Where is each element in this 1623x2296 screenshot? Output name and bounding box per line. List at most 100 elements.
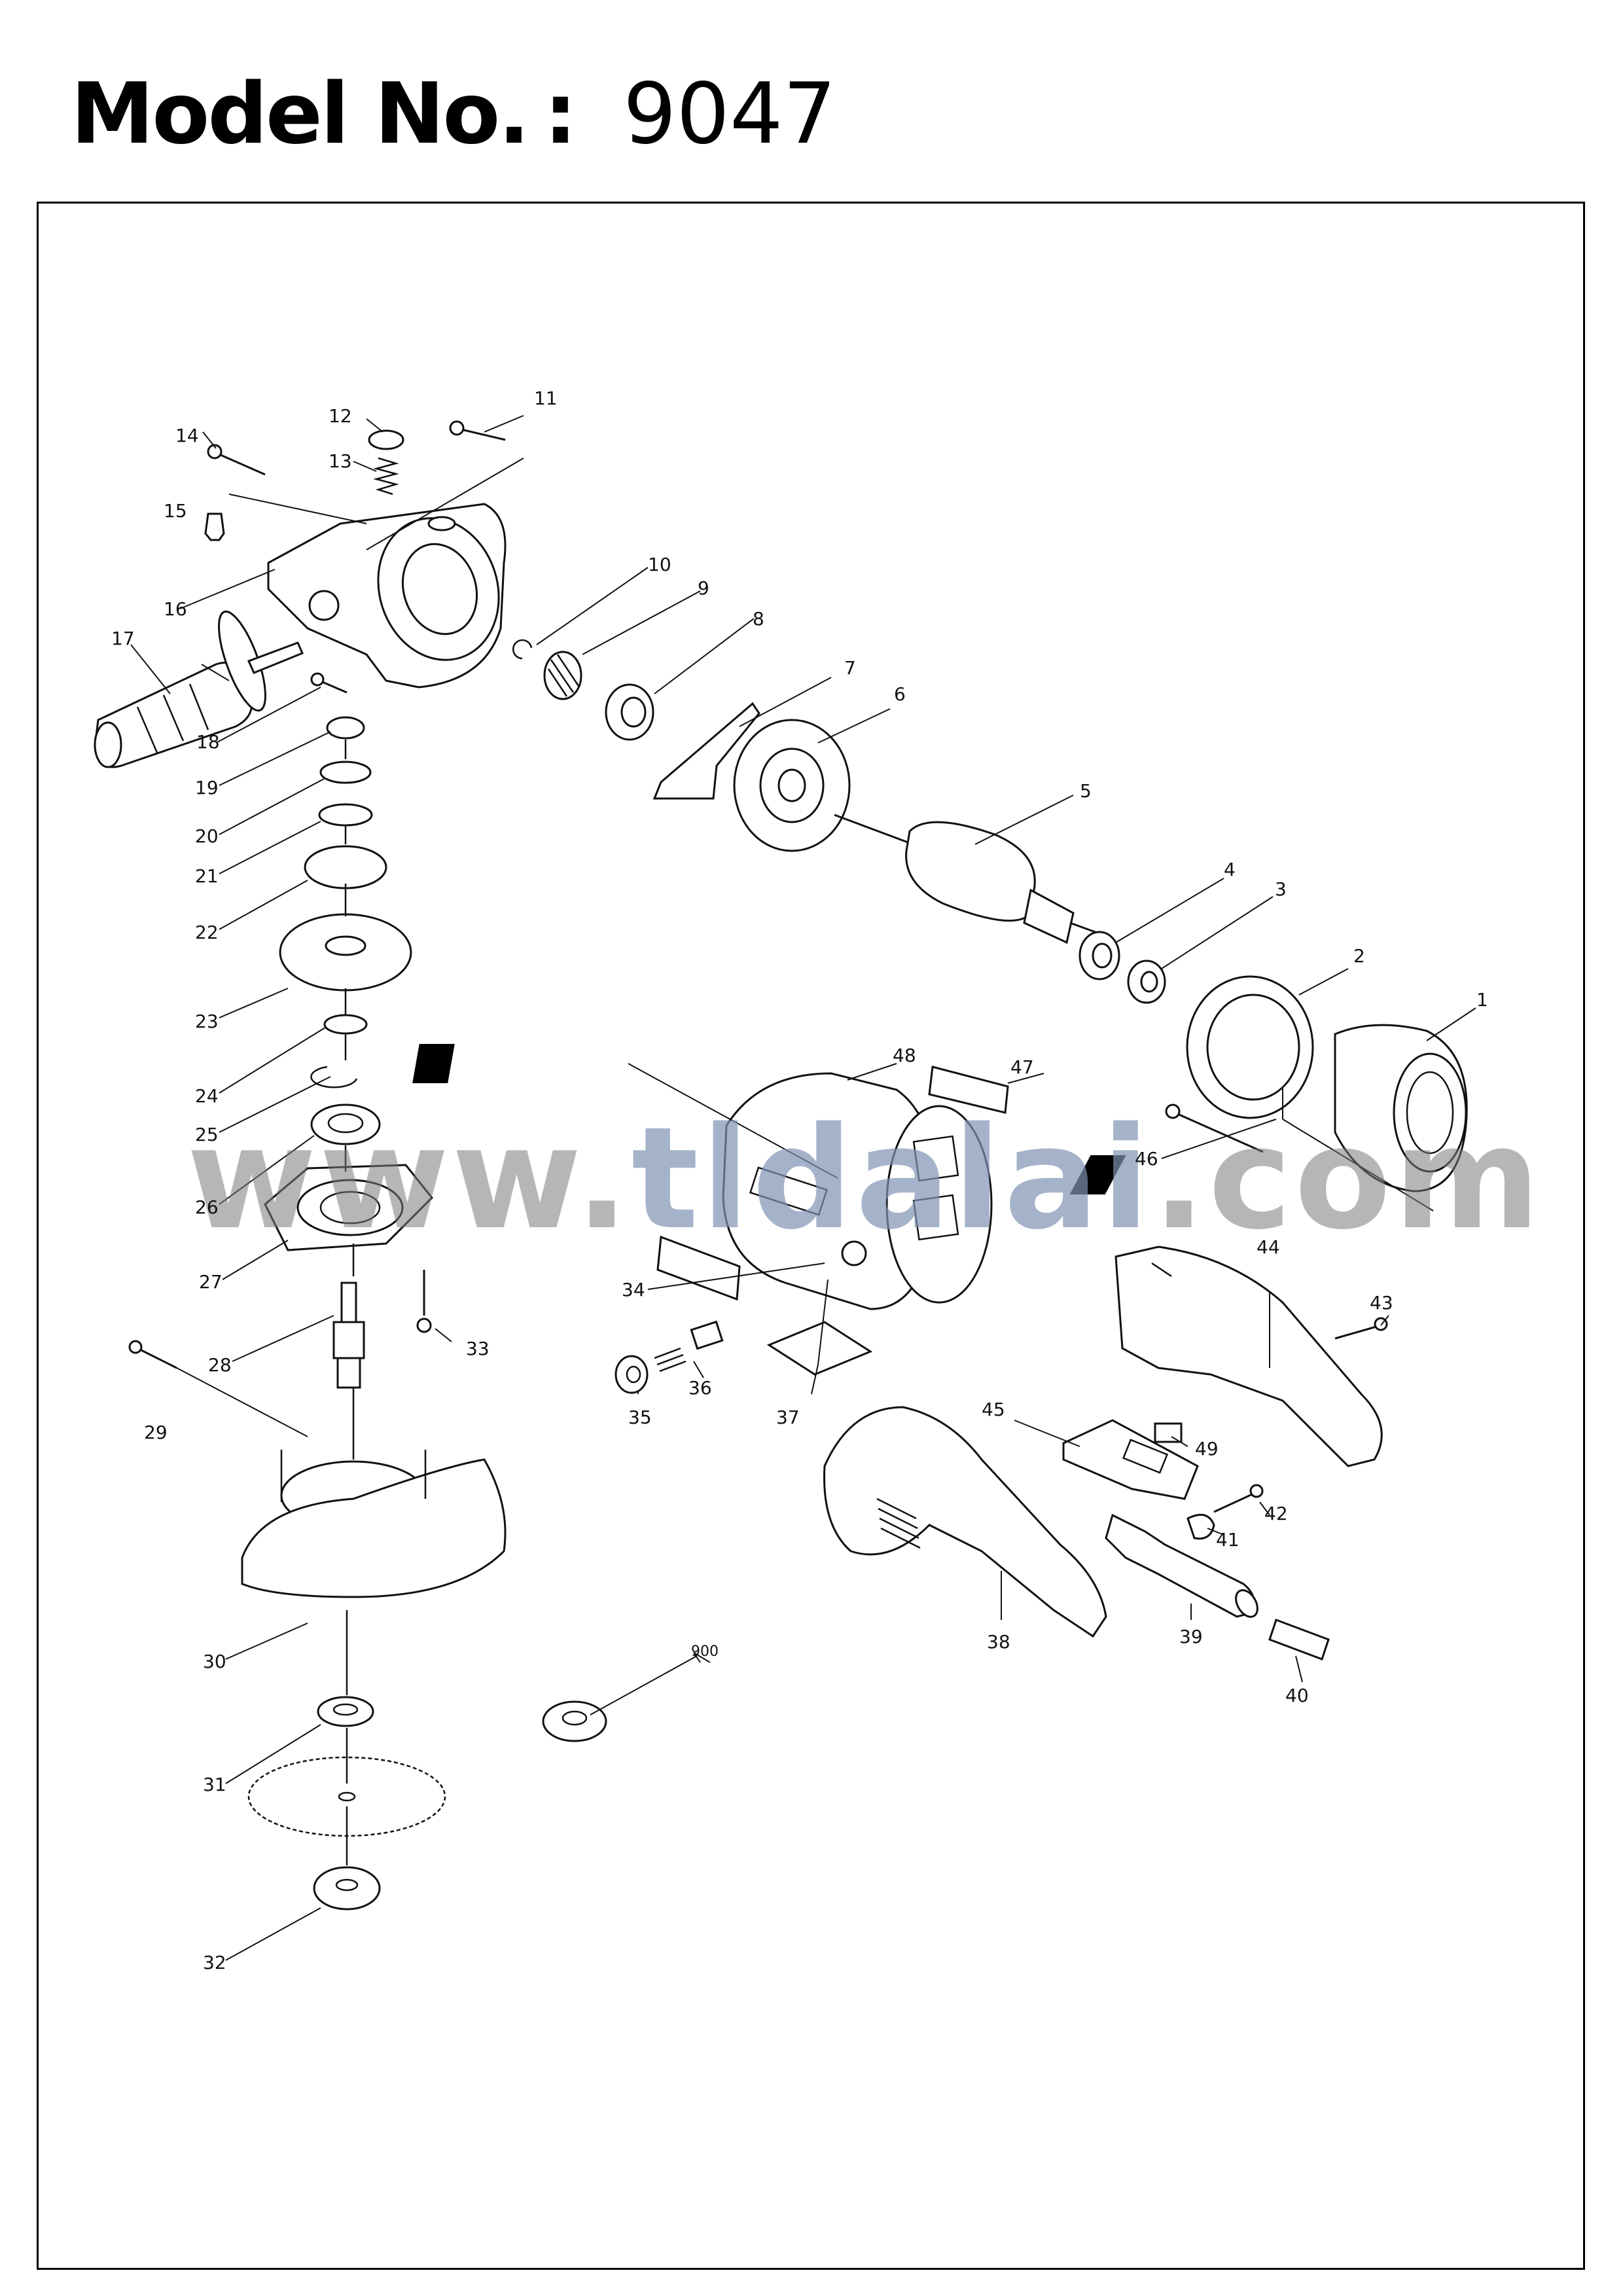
part-label-49: 49 xyxy=(1195,1438,1219,1460)
part-label-8: 8 xyxy=(753,608,764,630)
pin-drawing xyxy=(204,512,225,541)
part-label-25: 25 xyxy=(195,1124,219,1145)
screw-11-drawing xyxy=(457,427,506,441)
bearing-4-drawing xyxy=(1079,931,1120,980)
screw-18-drawing xyxy=(319,679,348,694)
label-47-drawing xyxy=(928,1066,1009,1114)
capacitor-drawing xyxy=(1154,1422,1183,1443)
spindle-drawing xyxy=(332,1282,365,1389)
marker-a-left: A xyxy=(412,1044,631,1083)
gear-housing-drawing xyxy=(267,503,507,689)
part-label-42: 42 xyxy=(1264,1503,1288,1524)
part-label-30: 30 xyxy=(203,1651,226,1672)
part-label-37: 37 xyxy=(776,1407,800,1428)
watermark-prefix: www. xyxy=(187,1096,632,1261)
spindle-stack-drawing xyxy=(279,716,412,1145)
bearing-8-drawing xyxy=(605,683,654,741)
screw-29-drawing xyxy=(137,1347,177,1369)
part-label-3: 3 xyxy=(1275,878,1287,900)
part-number-labels: 1 2 3 4 5 6 7 8 9 10 11 12 13 14 15 16 1… xyxy=(111,387,1488,1973)
side-handle-drawing xyxy=(94,610,304,768)
bearing-box-drawing xyxy=(264,1164,434,1251)
carbon-brush-drawing xyxy=(654,1320,724,1372)
pinion-gear-drawing xyxy=(543,651,582,700)
bearing-900-drawing xyxy=(542,1700,607,1742)
cord-guard-drawing xyxy=(1105,1513,1258,1618)
part-label-41: 41 xyxy=(1216,1529,1240,1551)
part-label-48: 48 xyxy=(893,1045,916,1066)
screw-42-drawing xyxy=(1213,1491,1257,1513)
insulation-washer-drawing xyxy=(1186,975,1314,1119)
part-label-18: 18 xyxy=(196,731,220,753)
part-drawings xyxy=(94,420,1468,1910)
part-label-27: 27 xyxy=(199,1271,223,1293)
part-label-28: 28 xyxy=(208,1354,232,1376)
part-label-31: 31 xyxy=(203,1774,226,1795)
wheel-guard-drawing xyxy=(241,1450,507,1598)
part-label-29: 29 xyxy=(144,1422,168,1443)
part-label-9: 9 xyxy=(698,577,709,599)
part-label-2: 2 xyxy=(1353,945,1365,967)
part-label-24: 24 xyxy=(195,1085,219,1107)
part-label-900: 900 xyxy=(691,1643,719,1660)
part-label-43: 43 xyxy=(1370,1292,1393,1314)
part-label-38: 38 xyxy=(987,1631,1010,1653)
part-label-6: 6 xyxy=(894,683,906,705)
inner-flange-drawing xyxy=(317,1696,374,1727)
part-label-44: 44 xyxy=(1257,1236,1280,1258)
part-label-11: 11 xyxy=(534,387,558,409)
reference-markers: A A xyxy=(412,1044,1531,1194)
svg-text:A: A xyxy=(1508,1160,1531,1193)
page-header: Model No. : 9047 xyxy=(71,65,836,183)
part-label-33: 33 xyxy=(466,1338,490,1359)
label-34-drawing xyxy=(656,1235,741,1301)
baffle-plate-drawing xyxy=(652,702,760,800)
svg-text:A: A xyxy=(609,1049,631,1083)
watermark-accent: tldalai xyxy=(632,1096,1152,1261)
part-label-21: 21 xyxy=(195,865,219,887)
part-label-20: 20 xyxy=(195,825,219,847)
screw-14-drawing xyxy=(215,452,266,476)
part-label-10: 10 xyxy=(648,554,671,575)
part-label-36: 36 xyxy=(688,1377,712,1399)
screw-43-drawing xyxy=(1334,1324,1382,1340)
handle-drawing xyxy=(823,1406,1107,1638)
part-label-35: 35 xyxy=(628,1407,652,1428)
part-label-47: 47 xyxy=(1010,1056,1034,1078)
fan-drawing xyxy=(733,719,851,852)
part-label-32: 32 xyxy=(203,1952,226,1973)
brush-holder-cap-drawing xyxy=(615,1355,649,1394)
part-label-17: 17 xyxy=(111,628,135,649)
part-label-34: 34 xyxy=(622,1279,645,1300)
diagram-frame xyxy=(37,202,1585,2270)
lock-nut-drawing xyxy=(313,1866,381,1910)
part-label-45: 45 xyxy=(982,1399,1005,1420)
part-label-12: 12 xyxy=(329,405,352,427)
part-label-39: 39 xyxy=(1179,1626,1203,1647)
part-label-13: 13 xyxy=(329,450,352,472)
retaining-ring-10-drawing xyxy=(512,639,533,660)
model-separator: : xyxy=(543,65,578,163)
watermark-text: www.tldalai.com xyxy=(187,1096,1543,1261)
part-label-4: 4 xyxy=(1224,859,1236,880)
spring-drawing xyxy=(373,457,399,495)
part-label-7: 7 xyxy=(844,657,856,679)
part-label-23: 23 xyxy=(195,1011,219,1032)
sleeve-drawing xyxy=(1268,1619,1330,1660)
part-label-15: 15 xyxy=(164,500,187,522)
marker-a-right: A xyxy=(1069,1155,1531,1194)
screw-46-drawing xyxy=(1174,1111,1264,1153)
part-label-19: 19 xyxy=(195,777,219,798)
armature-drawing xyxy=(834,814,1107,944)
field-drawing xyxy=(1334,1024,1468,1193)
lock-pin-cap-drawing xyxy=(368,429,404,450)
part-label-1: 1 xyxy=(1476,989,1488,1011)
leader-lines xyxy=(130,415,1476,1961)
watermark-suffix: .com xyxy=(1152,1096,1543,1261)
bearing-3-drawing xyxy=(1127,960,1166,1004)
part-label-40: 40 xyxy=(1285,1685,1309,1706)
part-label-16: 16 xyxy=(164,598,187,620)
model-number: 9047 xyxy=(623,65,836,163)
strain-relief-drawing xyxy=(1186,1513,1215,1540)
